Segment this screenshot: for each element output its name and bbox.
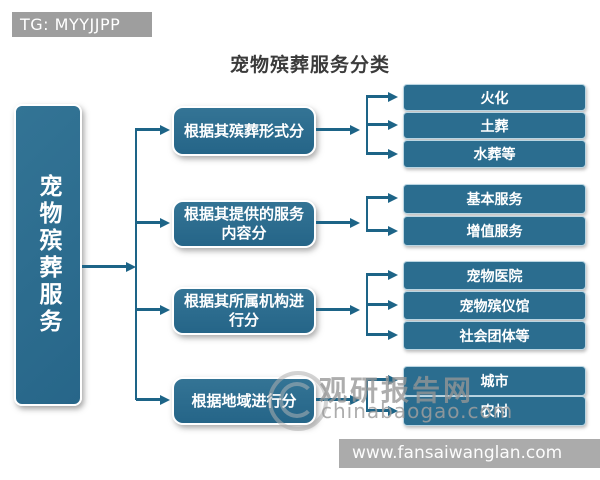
connector-leaf-line [366, 152, 390, 155]
category-label-line: 行分 [228, 311, 259, 329]
watermark-domain: chinabaogao.com [321, 399, 514, 423]
watermark-logo-icon [268, 371, 328, 431]
leaf-node-pet-hospital: 宠物医院 [403, 261, 586, 290]
connector-cat3-junction [316, 308, 352, 311]
leaf-label: 宠物医院 [466, 268, 523, 285]
page-title: 宠物殡葬服务分类 [229, 54, 390, 76]
category-label-line: 根据其殡葬形式分 [183, 121, 304, 140]
connector-leaf-line [366, 229, 390, 232]
connector-cat3-arrowhead [350, 305, 360, 315]
connector-leaf-line [366, 123, 390, 126]
category-node-service-content: 根据其提供的服务 内容分 [172, 200, 316, 248]
connector-cat4-arrowhead [350, 395, 360, 405]
connector-cat2-arrowhead [350, 218, 360, 228]
connector-leaf-line [366, 95, 390, 98]
connector-leaf-line [366, 273, 390, 276]
tg-badge: TG: MYYJJPP [12, 12, 152, 37]
connector-branch-1 [136, 128, 162, 131]
leaf-node-basic-service: 基本服务 [403, 184, 586, 214]
footer-url-bar: www.fansaiwanglan.com [339, 439, 600, 468]
connector-leaf-arrowhead [388, 300, 398, 310]
connector-branch-3-arrowhead [160, 305, 170, 315]
leaf-label: 增值服务 [466, 224, 523, 240]
watermark-site-name: 观研报告网 [319, 374, 475, 407]
connector-leaf-arrowhead [388, 270, 398, 280]
category-label-line: 根据其提供的服务 [183, 205, 304, 223]
leaf-node-cremation: 火化 [403, 84, 586, 111]
connector-branch-3 [136, 308, 162, 311]
leaf-label: 宠物殡仪馆 [459, 298, 530, 315]
connector-leaf-line [366, 303, 390, 306]
leaf-label: 社会团体等 [459, 328, 530, 345]
leaf-label: 城市 [480, 374, 509, 390]
category-label-line: 内容分 [221, 224, 267, 242]
connector-leaf-arrowhead [388, 406, 398, 416]
category-node-institution: 根据其所属机构进 行分 [172, 287, 316, 335]
footer-url-text: www.fansaiwanglan.com [352, 443, 563, 463]
leaf-node-pet-funeral-home: 宠物殡仪馆 [403, 291, 586, 320]
connector-left-trunk [135, 128, 137, 400]
category-node-funeral-form: 根据其殡葬形式分 [172, 106, 316, 156]
connector-leaf-arrowhead [388, 92, 398, 102]
connector-branch-4 [136, 398, 162, 401]
leaf-node-social-groups: 社会团体等 [403, 321, 586, 350]
connector-branch-4-arrowhead [160, 395, 170, 405]
connector-leaf-arrowhead [388, 226, 398, 236]
connector-branch-2 [136, 221, 162, 224]
leaf-node-rural: 农村 [403, 396, 586, 426]
root-node: 宠物殡葬服务 [14, 104, 82, 406]
leaf-label: 农村 [480, 404, 509, 420]
connector-leaf-line [366, 333, 390, 336]
leaf-label: 土葬 [480, 118, 509, 135]
connector-leaf-line [366, 409, 390, 412]
leaf-label: 水葬等 [473, 147, 516, 163]
connector-cat4-spread [366, 379, 368, 411]
root-node-label: 宠物殡葬服务 [35, 174, 61, 336]
connector-leaf-arrowhead [388, 193, 398, 203]
connector-cat2-spread [366, 197, 368, 231]
leaf-node-burial: 土葬 [403, 112, 586, 139]
category-label-line: 根据其所属机构进 [183, 292, 304, 310]
connector-leaf-line [366, 196, 390, 199]
connector-cat4-junction [316, 398, 352, 401]
leaf-label: 基本服务 [466, 192, 523, 208]
connector-leaf-arrowhead [388, 120, 398, 130]
connector-root-line [82, 265, 128, 268]
connector-leaf-arrowhead [388, 149, 398, 159]
leaf-node-water-burial: 水葬等 [403, 140, 586, 168]
connector-branch-1-arrowhead [160, 125, 170, 135]
leaf-node-city: 城市 [403, 366, 586, 396]
leaf-node-value-added: 增值服务 [403, 216, 586, 246]
connector-branch-2-arrowhead [160, 218, 170, 228]
connector-cat2-junction [316, 221, 352, 224]
leaf-label: 火化 [480, 90, 509, 107]
connector-cat1-junction [316, 128, 352, 131]
connector-root-arrowhead [126, 262, 136, 272]
connector-cat1-arrowhead [350, 125, 360, 135]
connector-leaf-arrowhead [388, 330, 398, 340]
connector-leaf-line [366, 378, 390, 381]
connector-leaf-arrowhead [388, 375, 398, 385]
